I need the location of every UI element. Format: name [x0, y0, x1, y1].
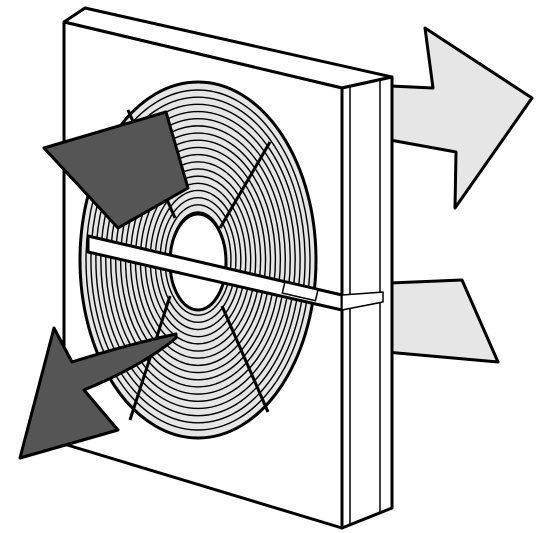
outgoing-air-arrow-top: [390, 28, 532, 208]
outgoing-air-arrow-bottom: [386, 280, 498, 362]
airflow-arrow-icon: [386, 28, 532, 362]
